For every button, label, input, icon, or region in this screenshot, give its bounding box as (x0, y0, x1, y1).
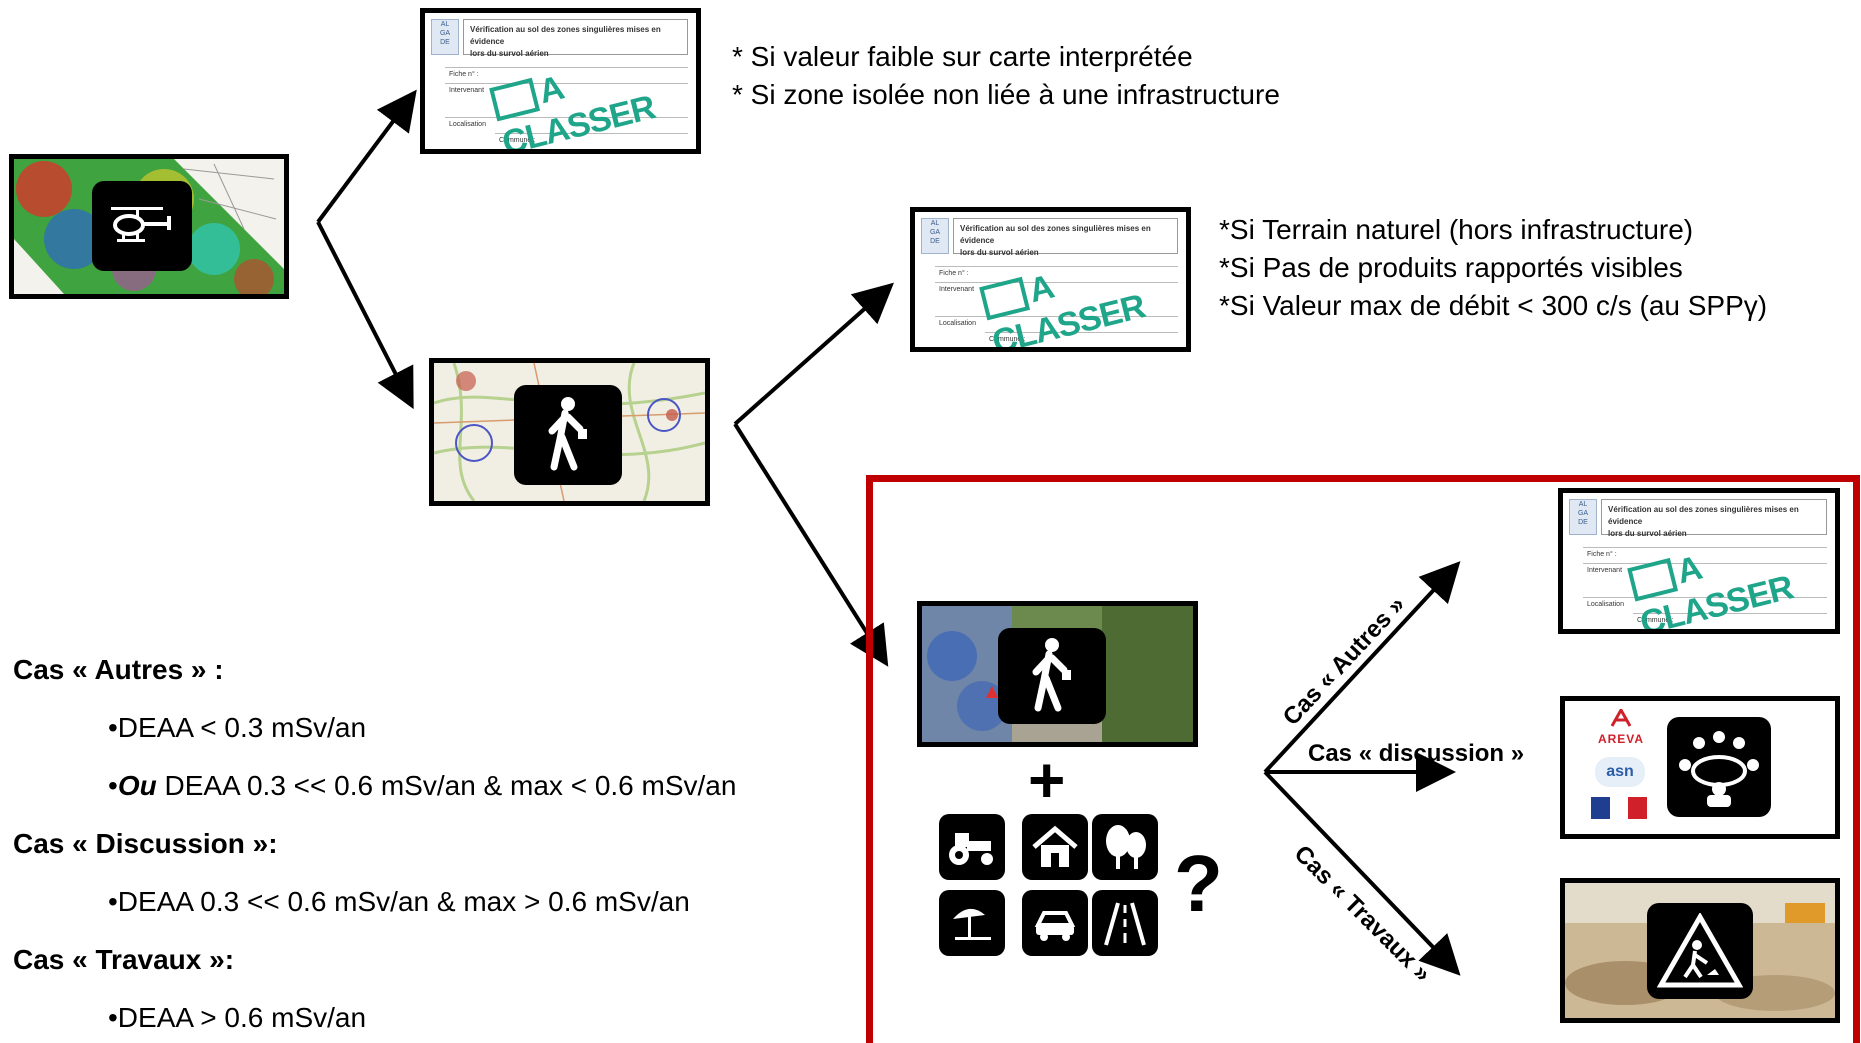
form-commune-row: Commune : (495, 133, 688, 147)
form-intervenant-row: Intervenant (935, 282, 1178, 296)
discussion-stakeholders-panel: AREVA asn (1560, 696, 1840, 839)
condition-text: DEAA 0.3 << 0.6 mSv/an & max < 0.6 mSv/a… (156, 770, 737, 801)
stamp-box-icon (1627, 557, 1679, 602)
road-icon (1104, 902, 1146, 946)
form-intervenant-row: Intervenant (1583, 563, 1827, 577)
walking-person-icon-tile (998, 628, 1106, 724)
house-icon-tile (1022, 814, 1088, 880)
arrow-travaux (1263, 770, 1461, 976)
walking-person-icon-tile (514, 385, 622, 485)
form-commune-row: Commune : (985, 332, 1178, 346)
bullet: • (108, 770, 118, 801)
beach-umbrella-icon-tile (939, 890, 1005, 956)
legend-autres-item-2: •Ou DEAA 0.3 << 0.6 mSv/an & max < 0.6 m… (108, 770, 736, 802)
beach-umbrella-icon (953, 908, 991, 940)
asn-logo: asn (1595, 757, 1645, 787)
stamp-box-icon (489, 77, 541, 122)
form-title: Vérification au sol des zones singulière… (953, 218, 1178, 257)
aerial-survey-map (9, 154, 289, 299)
form-fiche-row: Fiche n° : (1583, 547, 1827, 561)
legend-travaux-title: Cas « Travaux »: (13, 944, 235, 975)
construction-site-panel (1560, 878, 1840, 1023)
note-middle-3: *Si Valeur max de débit < 300 c/s (au SP… (1219, 290, 1768, 321)
walking-person-icon (1032, 638, 1071, 712)
satellite-site-image (917, 601, 1198, 747)
areva-logo: AREVA (1591, 706, 1651, 746)
legend-discussion-title: Cas « Discussion »: (13, 828, 278, 859)
tractor-icon (949, 833, 993, 865)
arrow-to-red-box (733, 422, 889, 667)
form-fiche-row: Fiche n° : (445, 67, 688, 81)
legend-autres-title: Cas « Autres » : (13, 654, 224, 685)
form-localisation-row: Localisation (935, 316, 1178, 330)
legend-travaux-item: •DEAA > 0.6 mSv/an (108, 1002, 367, 1033)
note-middle-2: *Si Pas de produits rapportés visibles (1219, 252, 1683, 283)
meeting-people-icon (1679, 731, 1759, 807)
form-title: Vérification au sol des zones singulière… (463, 19, 688, 58)
arrow-autres (1263, 561, 1461, 774)
meeting-people-icon-tile (1667, 717, 1771, 817)
walking-person-icon (548, 397, 587, 471)
form-intervenant-row: Intervenant (445, 83, 688, 97)
areva-a-icon (1610, 706, 1632, 727)
plus-symbol: + (1028, 744, 1066, 816)
form-localisation-row: Localisation (1583, 597, 1827, 611)
detailed-investigation-frame (866, 475, 1860, 1043)
arrow-to-second-form (733, 282, 894, 426)
construction-worker-icon-tile (1647, 903, 1753, 999)
trees-icon-tile (1092, 814, 1158, 880)
stamp-box-icon (979, 276, 1031, 321)
helicopter-icon-tile (92, 181, 192, 271)
legend-autres-item-1: •DEAA < 0.3 mSv/an (108, 712, 367, 743)
branch-label-discussion: Cas « discussion » (1308, 740, 1525, 767)
note-top-1: * Si valeur faible sur carte interprétée (732, 41, 1193, 72)
form-fiche-row: Fiche n° : (935, 266, 1178, 280)
ground-survey-map (429, 358, 710, 506)
note-top-2: * Si zone isolée non liée à une infrastr… (732, 79, 1280, 110)
french-republic-logo (1591, 797, 1648, 819)
form-localisation-row: Localisation (445, 117, 688, 131)
note-middle-1: *Si Terrain naturel (hors infrastructure… (1219, 214, 1694, 245)
construction-worker-icon (1657, 913, 1743, 988)
house-icon (1032, 825, 1078, 867)
question-mark: ? (1174, 839, 1223, 928)
form-title: Vérification au sol des zones singulière… (1601, 499, 1827, 538)
trees-icon (1106, 825, 1146, 869)
car-icon (1034, 911, 1076, 941)
or-keyword: Ou (117, 770, 157, 801)
road-icon-tile (1092, 890, 1158, 956)
form-commune-row: Commune : (1633, 613, 1827, 627)
car-icon-tile (1022, 890, 1088, 956)
helicopter-icon (111, 207, 171, 242)
arrow-to-first-form (316, 89, 417, 224)
legend-discussion-item: •DEAA 0.3 << 0.6 mSv/an & max > 0.6 mSv/… (108, 886, 690, 917)
arrow-to-ground-map (316, 221, 414, 410)
tractor-icon-tile (939, 814, 1005, 880)
